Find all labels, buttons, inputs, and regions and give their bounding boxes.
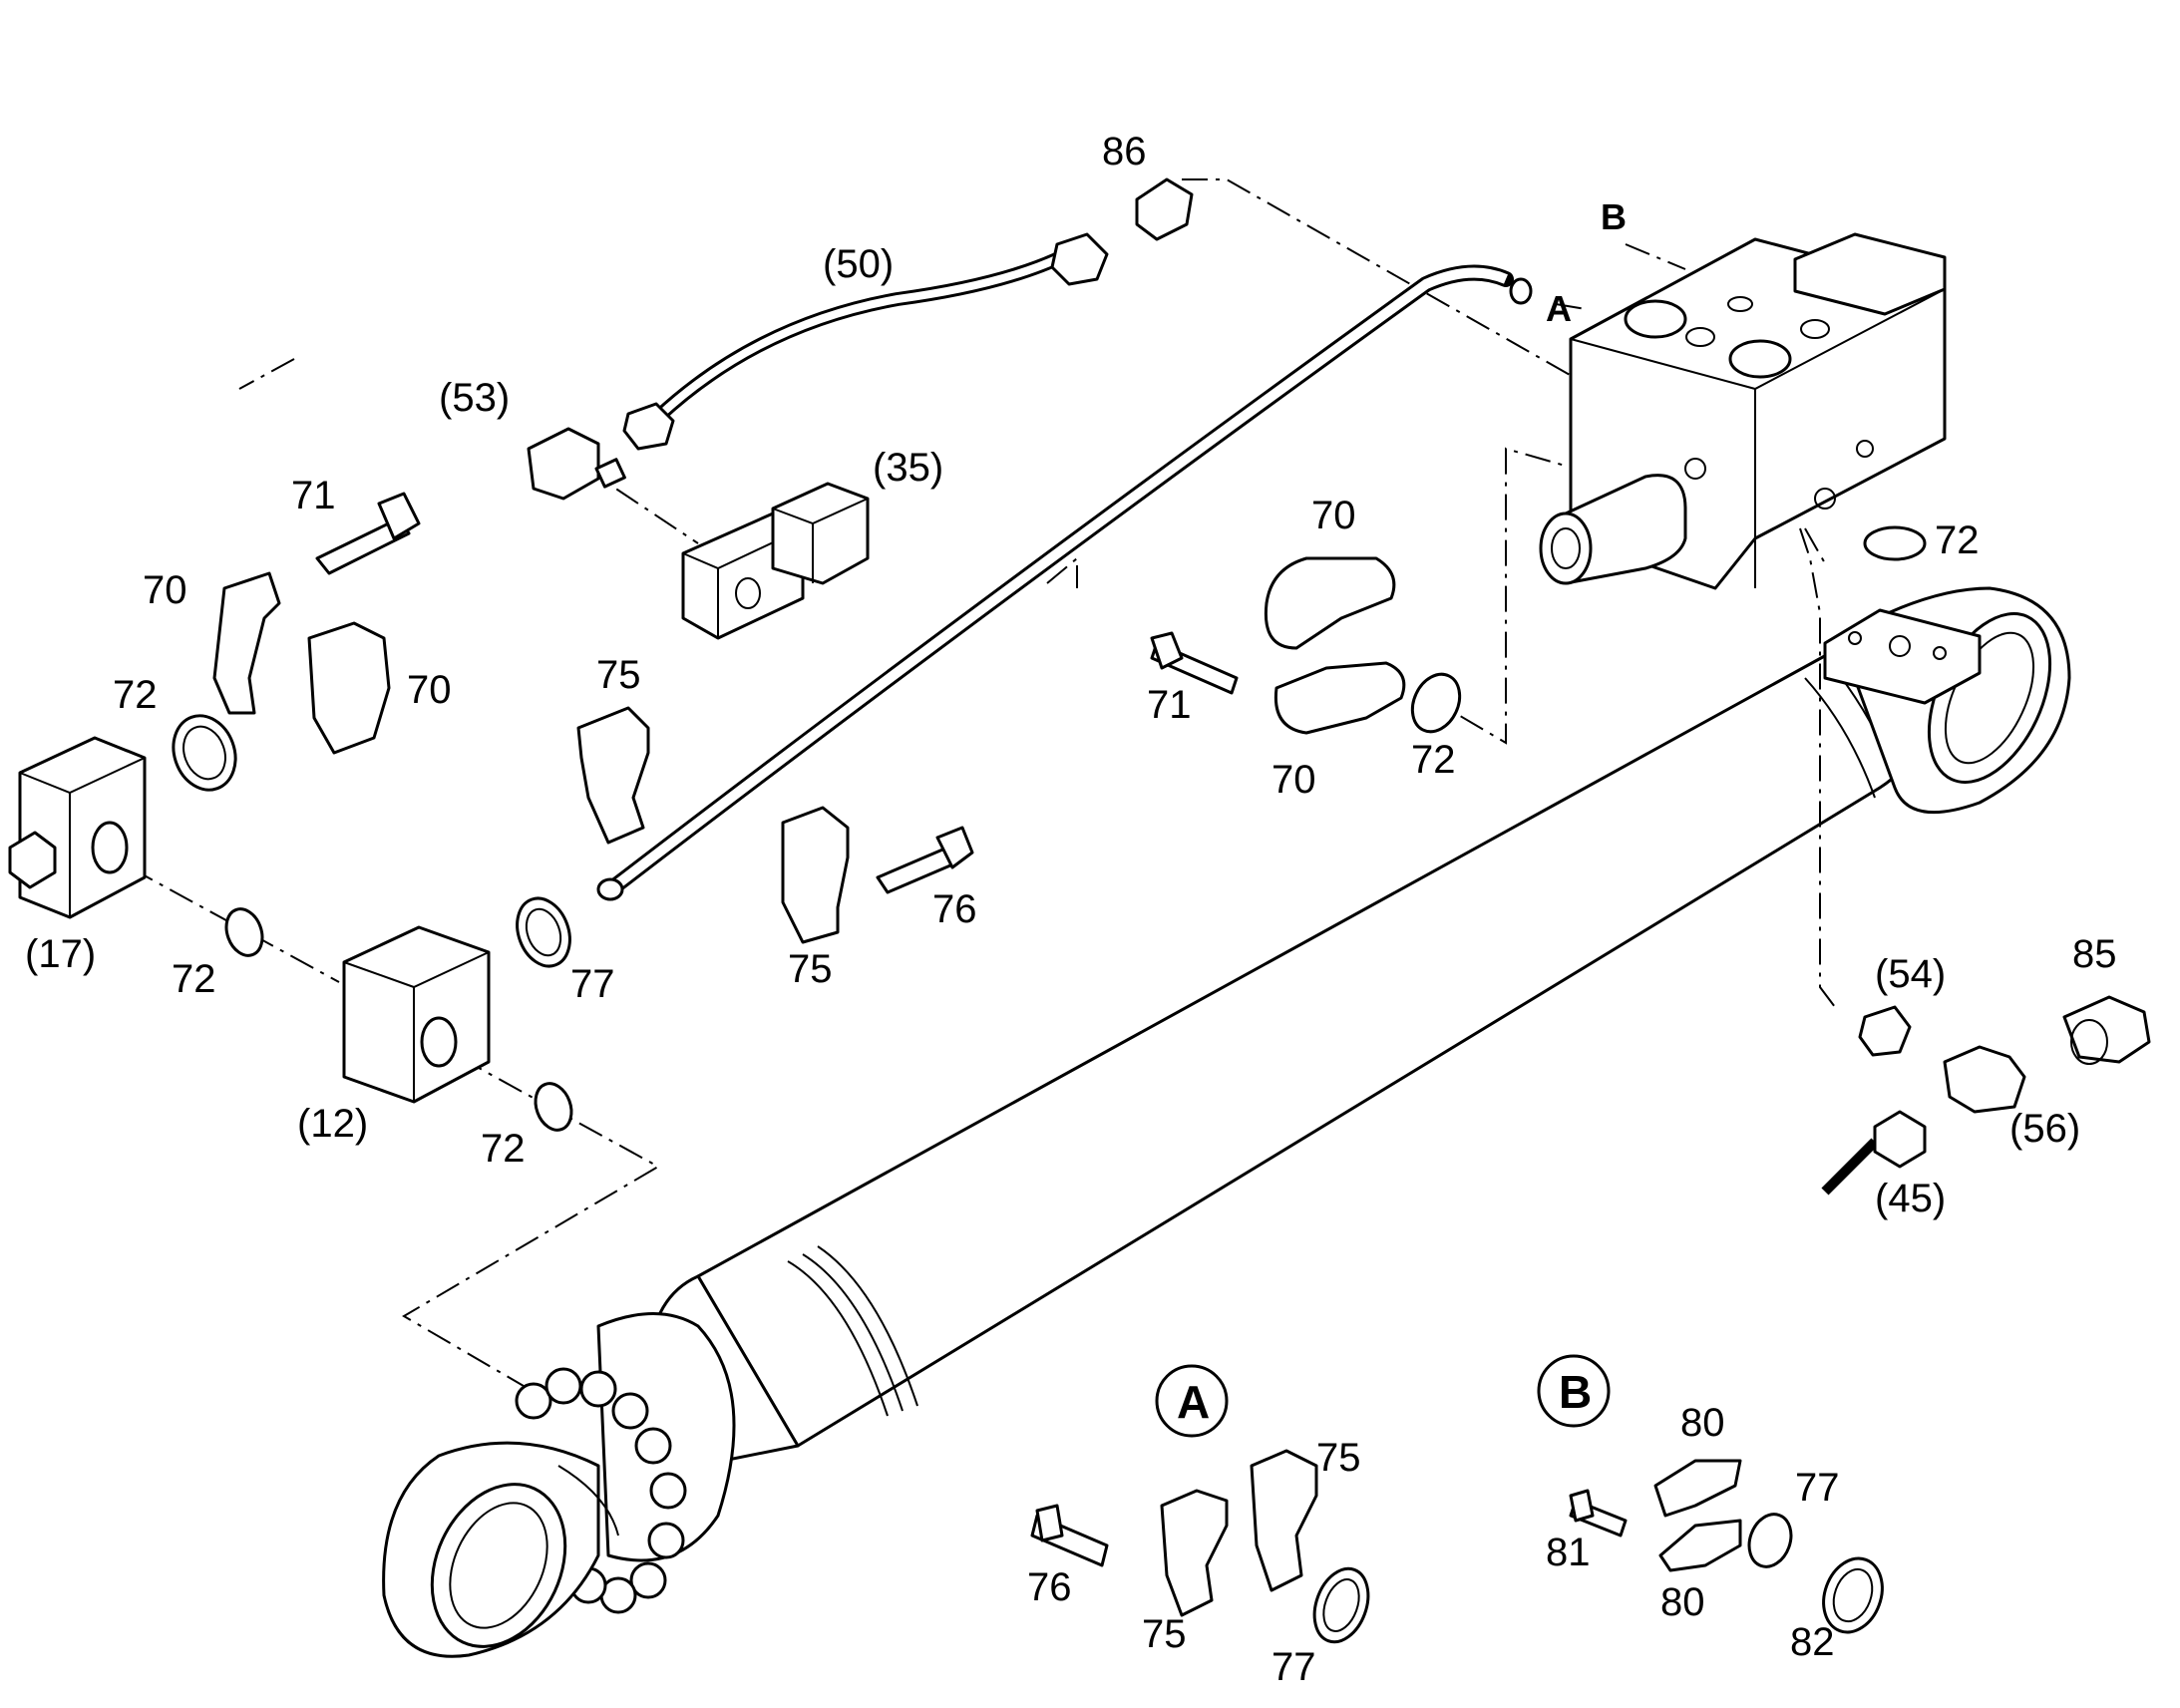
- label-71-left: 71: [291, 474, 336, 517]
- detail-b-label-80-upper: 80: [1680, 1401, 1725, 1445]
- label-72-left: 72: [113, 673, 158, 717]
- label-71-right: 71: [1147, 683, 1192, 727]
- label-75-upper: 75: [596, 653, 641, 697]
- label-76: 76: [932, 887, 977, 931]
- loose-parts: [8, 177, 1927, 1132]
- label-72-right: 72: [1411, 738, 1456, 782]
- gland-bolts: [515, 1367, 687, 1614]
- label-45: (45): [1875, 1177, 1946, 1220]
- detail-a-callout: A: [1177, 1376, 1210, 1428]
- detail-b-label-80-lower: 80: [1660, 1580, 1705, 1624]
- label-17: (17): [25, 932, 96, 976]
- label-72-far-right: 72: [1935, 518, 1980, 562]
- label-70-left-lower: 70: [407, 668, 452, 712]
- label-70-right-upper: 70: [1311, 494, 1356, 537]
- detail-a: [1030, 1364, 1370, 1644]
- detail-a-label-75-lower: 75: [1142, 1612, 1187, 1656]
- label-86: 86: [1102, 130, 1147, 173]
- detail-a-label-75-upper: 75: [1316, 1436, 1361, 1480]
- label-b: B: [1601, 196, 1627, 237]
- label-72-17: 72: [172, 957, 216, 1001]
- label-a: A: [1546, 288, 1572, 329]
- label-72-12: 72: [481, 1127, 526, 1171]
- label-50: (50): [823, 242, 894, 286]
- valve-block: [1539, 232, 1947, 590]
- label-53: (53): [439, 376, 510, 420]
- detail-a-labels: A 75 76 75 77: [1027, 1376, 1361, 1689]
- hydraulic-cylinder: [382, 586, 2071, 1658]
- part-labels: 86 (50) (53) (35) 71 70 70 72 (17) 72 (1…: [25, 130, 2117, 1220]
- detail-b-label-77: 77: [1795, 1466, 1840, 1510]
- detail-b-labels: B 80 77 81 80 82: [1546, 1366, 1840, 1664]
- detail-a-label-76: 76: [1027, 1565, 1072, 1609]
- label-85: 85: [2072, 932, 2117, 976]
- label-54: (54): [1875, 952, 1946, 996]
- detail-b-callout: B: [1559, 1366, 1592, 1418]
- detail-b-label-81: 81: [1546, 1531, 1591, 1574]
- label-12: (12): [297, 1102, 368, 1146]
- label-70-right-lower: 70: [1272, 758, 1316, 802]
- label-70-left-upper: 70: [143, 568, 187, 612]
- label-75-lower: 75: [788, 947, 833, 991]
- detail-b: [1537, 1354, 1884, 1634]
- label-35: (35): [873, 446, 943, 490]
- label-77: 77: [570, 962, 615, 1006]
- detail-b-label-82: 82: [1790, 1620, 1835, 1664]
- label-56: (56): [2009, 1107, 2080, 1151]
- hoses: [596, 232, 2151, 1196]
- detail-a-label-77: 77: [1272, 1645, 1316, 1689]
